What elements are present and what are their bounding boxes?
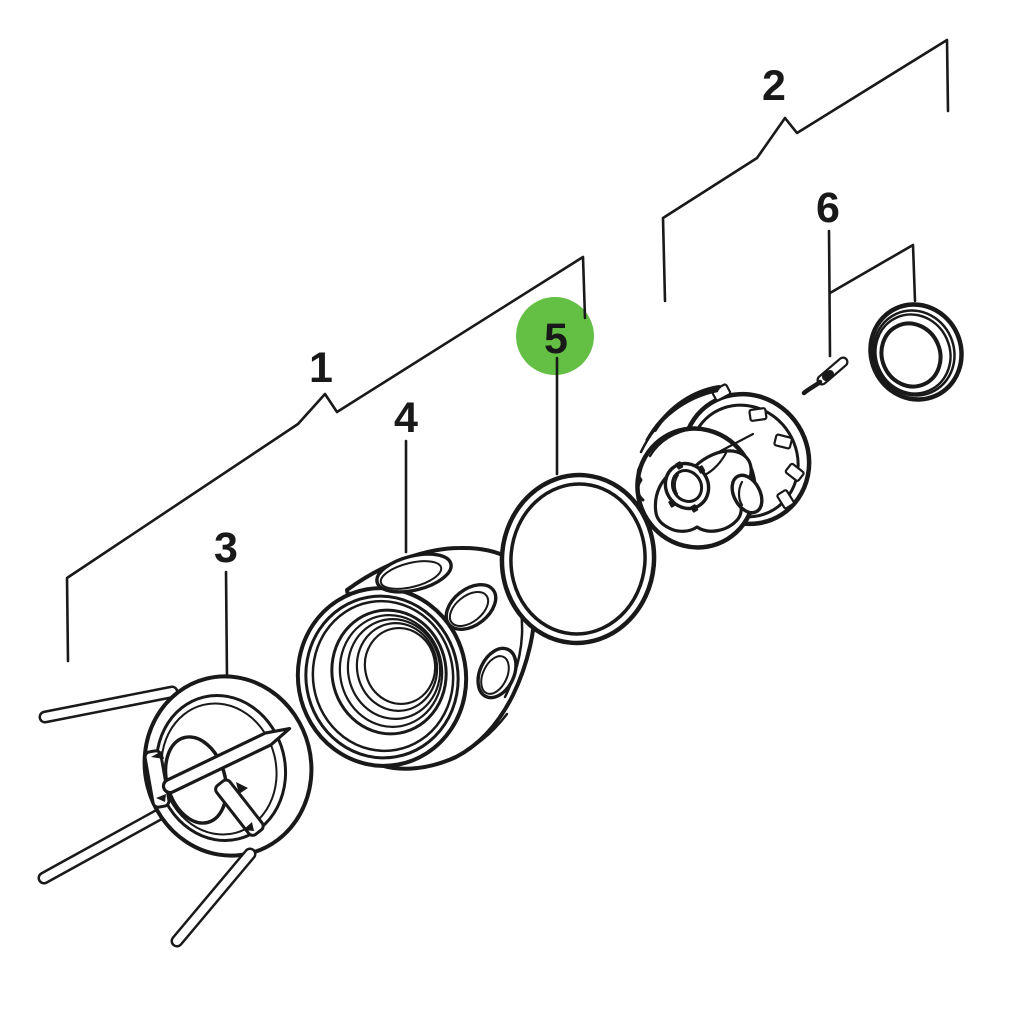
callout-bracket-1 (65, 255, 587, 663)
highlight-circle (516, 297, 594, 375)
callout-label-3: 3 (214, 524, 238, 572)
callout-label-1: 1 (309, 344, 333, 392)
callout-line-3 (224, 570, 229, 680)
callout-label-2: 2 (762, 62, 786, 110)
retainer-clip-right (214, 778, 265, 837)
part-o-ring (499, 472, 657, 646)
callout-label-5: 5 (544, 315, 568, 363)
callout-label-4: 4 (394, 394, 418, 442)
sleeve-slot-top (375, 552, 453, 594)
cap-knurl-notches (711, 383, 805, 510)
part-lock-ring (868, 302, 964, 402)
callout-lines (65, 38, 950, 680)
callout-bracket-2 (661, 38, 950, 303)
part-sleeve (295, 545, 538, 771)
retainer-pins-front (161, 727, 292, 948)
callout-label-6: 6 (816, 184, 840, 232)
part-pin-retainer (37, 674, 314, 948)
retainer-clip-left (143, 749, 171, 809)
callout-bracket-6 (828, 243, 917, 303)
part-screw (801, 356, 849, 396)
sleeve-slot-right (444, 582, 498, 632)
part-cap (635, 383, 812, 550)
diagram-art: 1 2 3 4 5 6 (37, 38, 964, 948)
callout-labels: 1 2 3 4 5 6 (214, 62, 840, 572)
retainer-pin-pointed (161, 727, 292, 795)
